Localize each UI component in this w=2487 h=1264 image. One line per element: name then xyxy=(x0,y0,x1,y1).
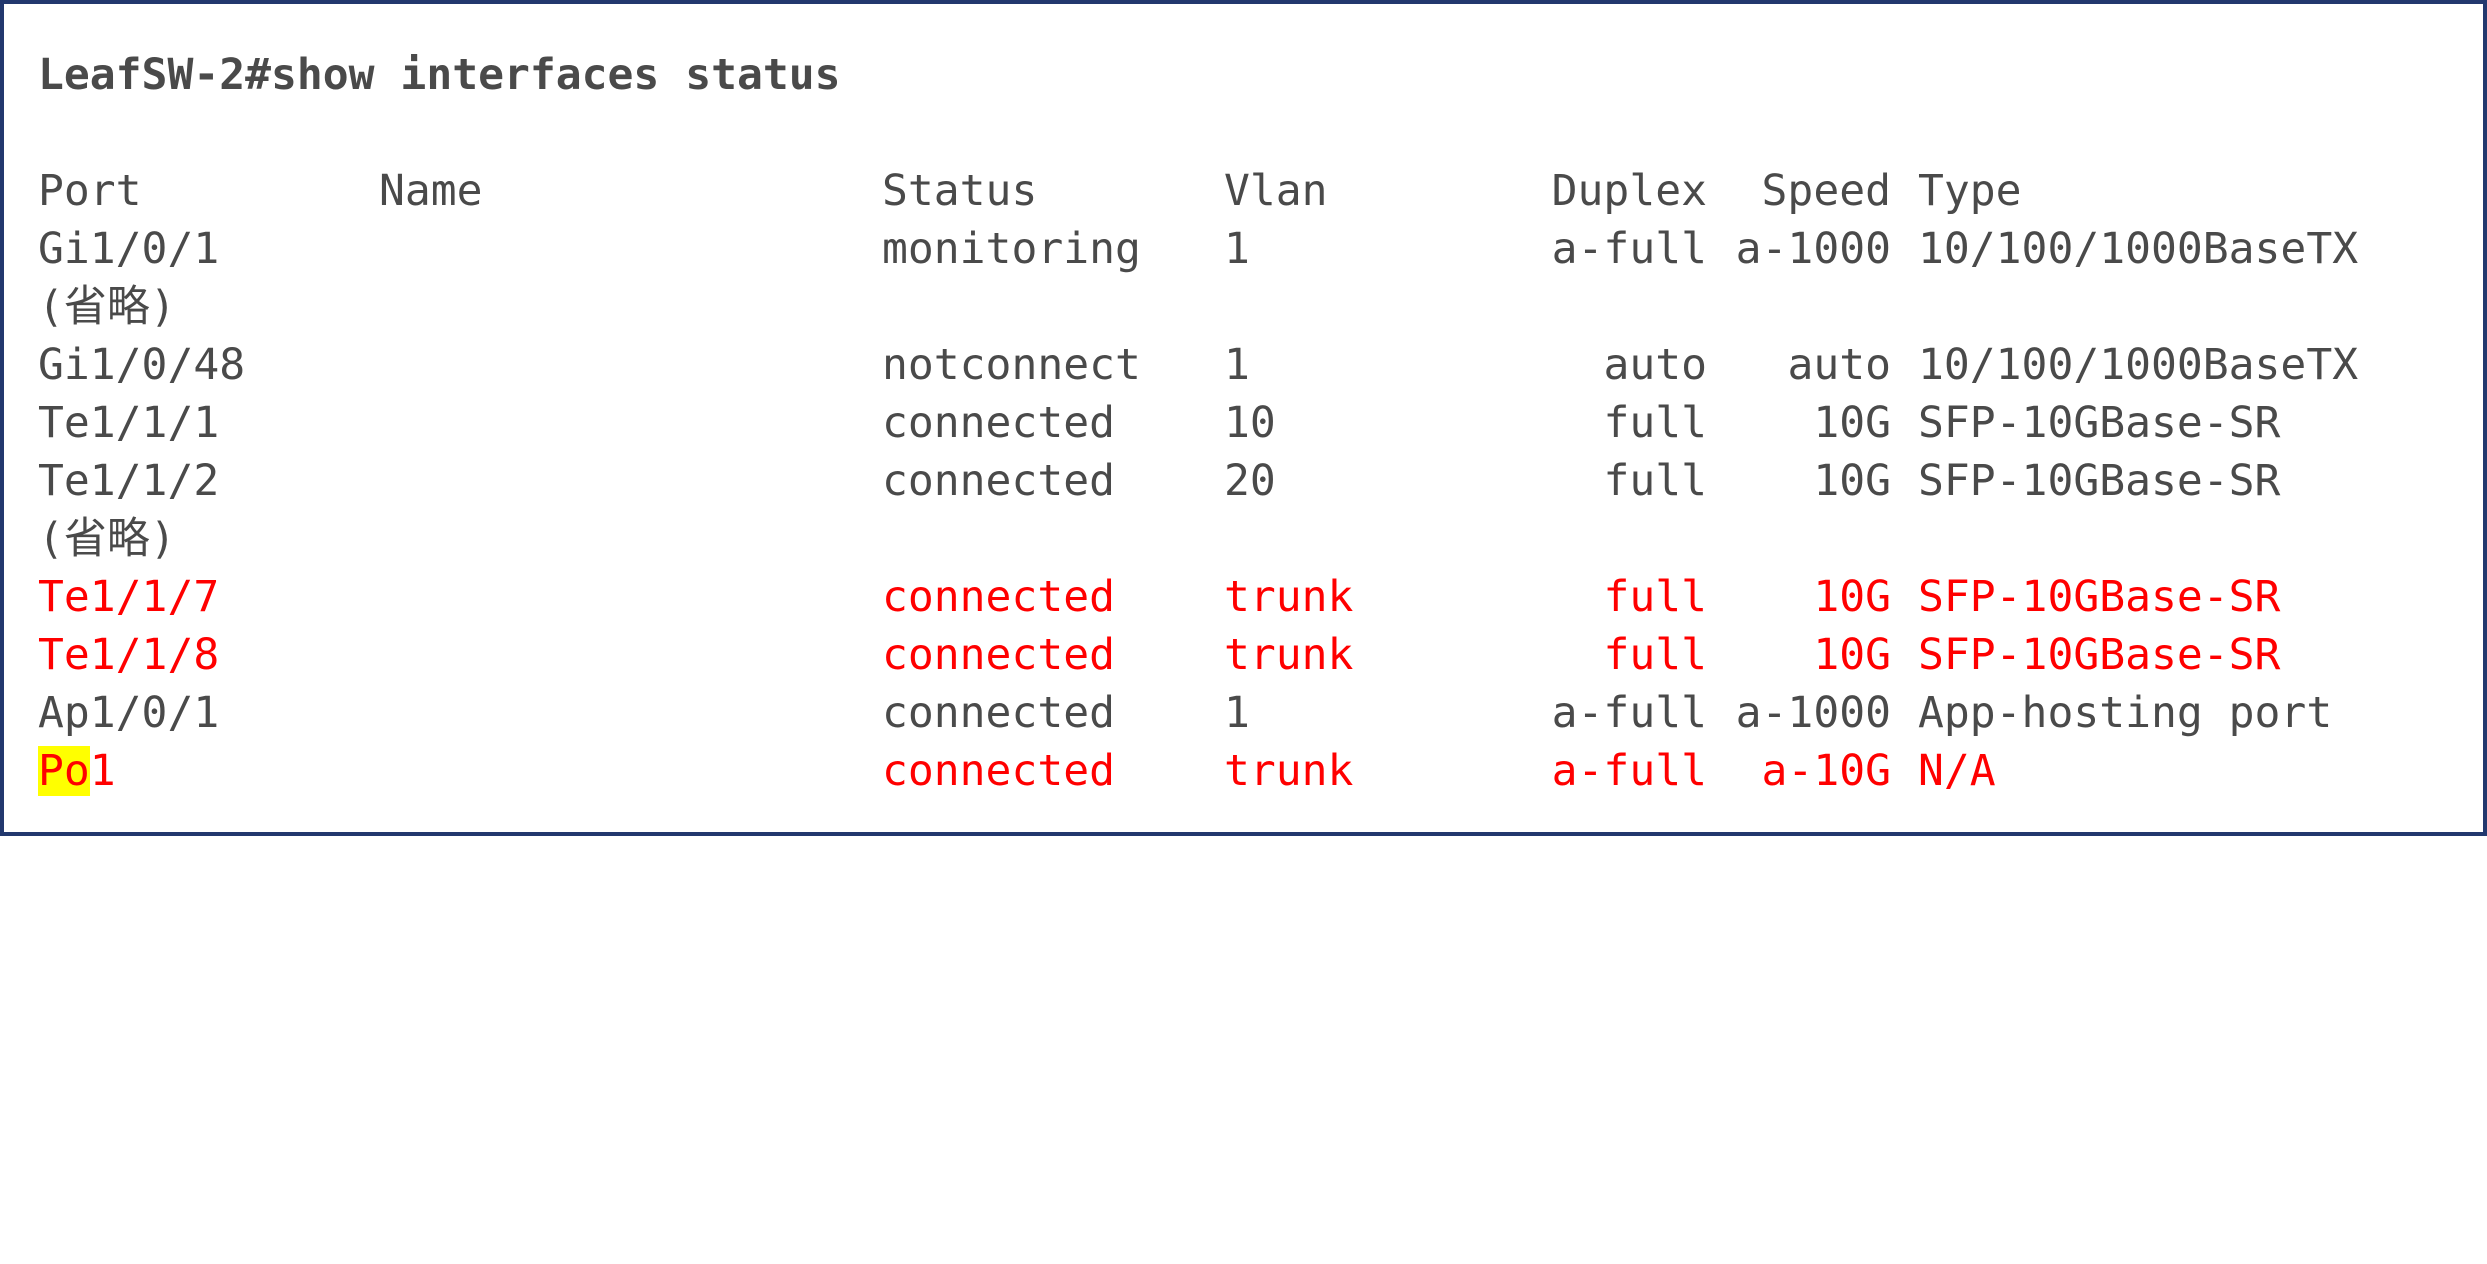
cell-vlan: 1 xyxy=(1224,224,1250,274)
cell-vlan: 10 xyxy=(1224,398,1276,448)
table-header: Port Name Status Vlan Duplex Speed Type xyxy=(38,162,2458,220)
cell-duplex: a-full xyxy=(1551,746,1707,796)
cell-type: 10/100/1000BaseTX xyxy=(1918,340,2359,390)
cell-status: connected xyxy=(882,456,1115,506)
cell-vlan: trunk xyxy=(1224,630,1354,680)
cell-status: connected xyxy=(882,746,1115,796)
cell-vlan: 20 xyxy=(1224,456,1276,506)
header-vlan: Vlan xyxy=(1224,166,1328,216)
header-speed: Speed xyxy=(1761,166,1891,216)
cell-type: N/A xyxy=(1918,746,1996,796)
cell-duplex: full xyxy=(1603,572,1707,622)
cell-type: SFP-10GBase-SR xyxy=(1918,630,2281,680)
cell-status: connected xyxy=(882,572,1115,622)
cell-speed: 10G xyxy=(1813,456,1891,506)
table-row-highlighted: Te1/1/8 connected trunk full 10G SFP-10G… xyxy=(38,626,2458,684)
cell-port: Gi1/0/48 xyxy=(38,340,246,390)
cell-type: SFP-10GBase-SR xyxy=(1918,572,2281,622)
cell-duplex: a-full xyxy=(1551,688,1707,738)
cell-duplex: full xyxy=(1603,456,1707,506)
table-row-highlighted: Te1/1/7 connected trunk full 10G SFP-10G… xyxy=(38,568,2458,626)
cell-type: SFP-10GBase-SR xyxy=(1918,456,2281,506)
terminal-output: LeafSW-2#show interfaces status Port Nam… xyxy=(0,0,2487,836)
cell-duplex: auto xyxy=(1603,340,1707,390)
cell-duplex: a-full xyxy=(1551,224,1707,274)
header-status: Status xyxy=(882,166,1038,216)
table-row: Gi1/0/1 monitoring 1 a-full a-1000 10/10… xyxy=(38,220,2458,278)
cell-type: 10/100/1000BaseTX xyxy=(1918,224,2359,274)
cell-duplex: full xyxy=(1603,398,1707,448)
cell-vlan: 1 xyxy=(1224,688,1250,738)
cell-status: monitoring xyxy=(882,224,1141,274)
cell-vlan: trunk xyxy=(1224,746,1354,796)
cell-status: connected xyxy=(882,398,1115,448)
cell-duplex: full xyxy=(1603,630,1707,680)
cell-port: Po1 xyxy=(38,742,116,800)
cell-speed: 10G xyxy=(1813,572,1891,622)
table-row: Ap1/0/1 connected 1 a-full a-1000 App-ho… xyxy=(38,684,2458,742)
cell-vlan: trunk xyxy=(1224,572,1354,622)
cell-type: SFP-10GBase-SR xyxy=(1918,398,2281,448)
cell-speed: auto xyxy=(1787,340,1891,390)
header-duplex: Duplex xyxy=(1551,166,1707,216)
table-row: Gi1/0/48 notconnect 1 auto auto 10/100/1… xyxy=(38,336,2458,394)
cell-status: notconnect xyxy=(882,340,1141,390)
cell-port: Te1/1/2 xyxy=(38,456,220,506)
header-name: Name xyxy=(379,166,483,216)
omitted-marker: (省略) xyxy=(38,282,176,332)
port-prefix-highlight: Po xyxy=(38,746,90,796)
table-row: Te1/1/1 connected 10 full 10G SFP-10GBas… xyxy=(38,394,2458,452)
command-line: LeafSW-2#show interfaces status xyxy=(38,50,841,100)
cell-port: Te1/1/8 xyxy=(38,630,220,680)
cell-status: connected xyxy=(882,630,1115,680)
cell-port: Te1/1/7 xyxy=(38,572,220,622)
table-row: Te1/1/2 connected 20 full 10G SFP-10GBas… xyxy=(38,452,2458,510)
header-type: Type xyxy=(1918,166,2022,216)
cell-type: App-hosting port xyxy=(1918,688,2333,738)
cell-vlan: 1 xyxy=(1224,340,1250,390)
cell-speed: a-1000 xyxy=(1735,688,1891,738)
cell-port: Ap1/0/1 xyxy=(38,688,220,738)
cell-speed: a-10G xyxy=(1761,746,1891,796)
port-number: 1 xyxy=(89,746,116,796)
cell-port: Gi1/0/1 xyxy=(38,224,220,274)
cell-status: connected xyxy=(882,688,1115,738)
omitted-marker: (省略) xyxy=(38,514,176,564)
cell-speed: 10G xyxy=(1813,630,1891,680)
cell-port: Te1/1/1 xyxy=(38,398,220,448)
cell-speed: 10G xyxy=(1813,398,1891,448)
cell-speed: a-1000 xyxy=(1735,224,1891,274)
header-port: Port xyxy=(38,166,142,216)
table-row-portchannel: Po1 connected trunk a-full a-10G N/A xyxy=(38,742,2458,800)
